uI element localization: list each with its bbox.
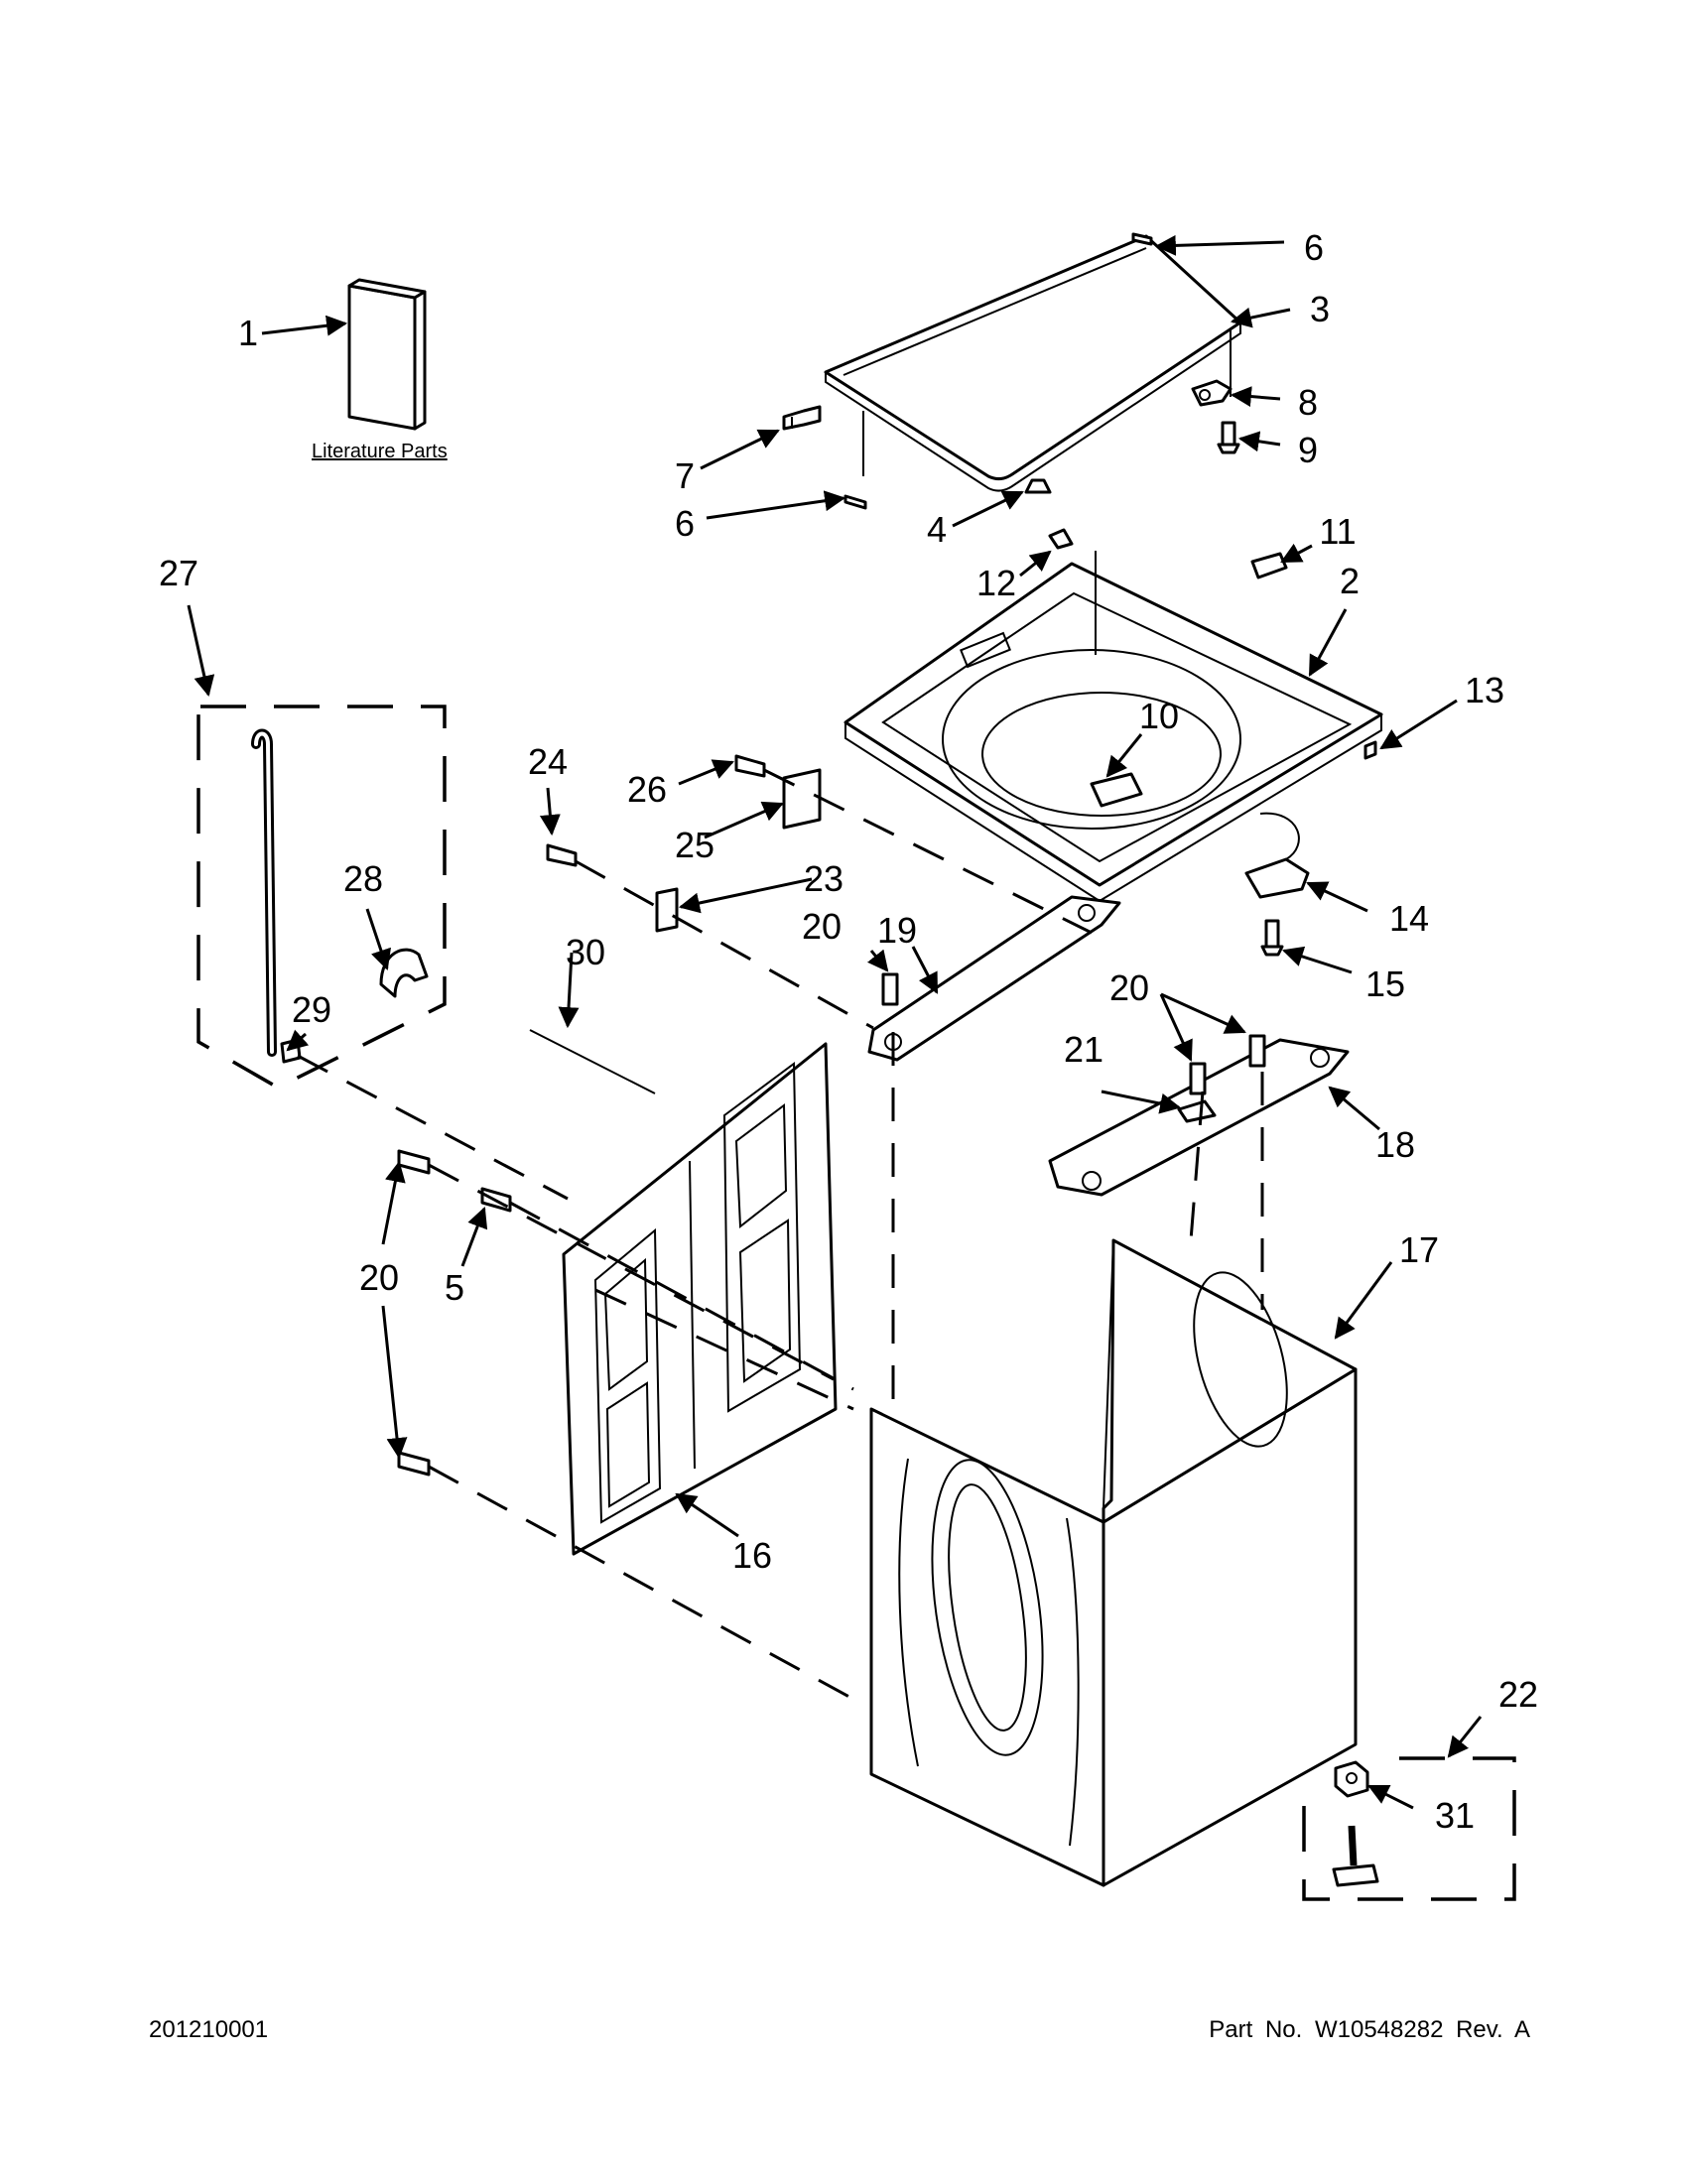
callout-3: 3 xyxy=(1310,289,1330,329)
switch-screw xyxy=(1260,919,1284,957)
callout-30: 30 xyxy=(566,932,605,972)
hinge-pin-top xyxy=(1131,232,1153,246)
screw-20-center xyxy=(1189,1062,1207,1095)
callout-13: 13 xyxy=(1465,670,1504,710)
leader-arrows xyxy=(187,234,1483,1810)
diagram-code: 201210001 xyxy=(149,2016,269,2043)
callout-23: 23 xyxy=(804,858,844,899)
callout-19: 19 xyxy=(877,910,917,951)
callout-10: 10 xyxy=(1139,696,1179,736)
washer-lid xyxy=(824,234,1242,492)
callout-28: 28 xyxy=(343,858,383,899)
clip-23 xyxy=(655,887,679,933)
callout-24: 24 xyxy=(528,741,568,782)
hinge-pin-bottom xyxy=(844,494,867,510)
screw-24 xyxy=(546,843,578,867)
callout-20-left: 20 xyxy=(359,1257,399,1298)
callout-7: 7 xyxy=(675,455,695,496)
lid-bolt xyxy=(782,405,822,431)
callout-18: 18 xyxy=(1375,1124,1415,1165)
lid-switch xyxy=(1244,812,1310,899)
callout-5: 5 xyxy=(445,1267,464,1308)
literature-booklet xyxy=(347,278,427,431)
callout-29: 29 xyxy=(292,989,331,1030)
top-mounting-bracket-right xyxy=(867,895,1121,1062)
callout-25: 25 xyxy=(675,825,714,865)
cabinet xyxy=(869,1032,1358,1887)
screw-20-rear-lower xyxy=(397,1451,431,1477)
callout-9: 9 xyxy=(1298,430,1318,470)
leveling-leg xyxy=(1332,1825,1379,1887)
hose-connector xyxy=(379,948,429,998)
door-strike xyxy=(1048,528,1074,550)
bracket-25 xyxy=(782,768,822,830)
callout-20-top: 20 xyxy=(802,906,842,947)
callout-14: 14 xyxy=(1389,898,1429,939)
callout-17: 17 xyxy=(1399,1229,1439,1270)
drain-hose xyxy=(251,728,277,1057)
part-number: Part No. W10548282 Rev. A xyxy=(1209,2016,1530,2043)
callout-6-top: 6 xyxy=(1304,227,1324,268)
callout-8: 8 xyxy=(1298,382,1318,423)
lid-bumper xyxy=(1024,478,1052,494)
literature-parts-caption: Literature Parts xyxy=(312,441,448,462)
screw-26 xyxy=(734,754,766,778)
rear-panel xyxy=(562,1042,838,1556)
leg-nut xyxy=(1334,1760,1369,1798)
callout-31: 31 xyxy=(1435,1795,1475,1836)
callout-16: 16 xyxy=(732,1535,772,1576)
callout-21: 21 xyxy=(1064,1029,1103,1070)
callout-22: 22 xyxy=(1498,1674,1538,1715)
callout-27: 27 xyxy=(159,553,198,593)
leveling-leg-kit-box xyxy=(1302,1756,1516,1901)
screw-20-top xyxy=(881,972,899,1006)
lid-switch-actuator xyxy=(1250,552,1288,579)
hinge-screw xyxy=(1217,421,1240,454)
assembly-lines xyxy=(297,768,1205,1709)
lid-hinge xyxy=(1191,379,1233,407)
callout-20-right: 20 xyxy=(1109,967,1149,1008)
callout-1: 1 xyxy=(238,313,258,353)
screw-20-rear-upper xyxy=(397,1149,431,1175)
support-rod xyxy=(529,1029,656,1094)
callout-4: 4 xyxy=(927,509,947,550)
callout-12: 12 xyxy=(976,563,1016,603)
screw-20-right xyxy=(1248,1034,1266,1068)
callout-labels: 1 2 3 4 5 6 6 7 8 9 10 11 12 13 14 15 16… xyxy=(159,227,1538,1836)
clip-21 xyxy=(1177,1099,1217,1123)
callout-11: 11 xyxy=(1319,511,1356,552)
drain-hose-kit-box xyxy=(196,705,447,1090)
callout-26: 26 xyxy=(627,769,667,810)
callout-15: 15 xyxy=(1365,964,1405,1004)
callout-2: 2 xyxy=(1340,561,1360,601)
top-panel xyxy=(844,551,1383,903)
wire-clip xyxy=(1363,740,1377,760)
callout-6-bottom: 6 xyxy=(675,503,695,544)
